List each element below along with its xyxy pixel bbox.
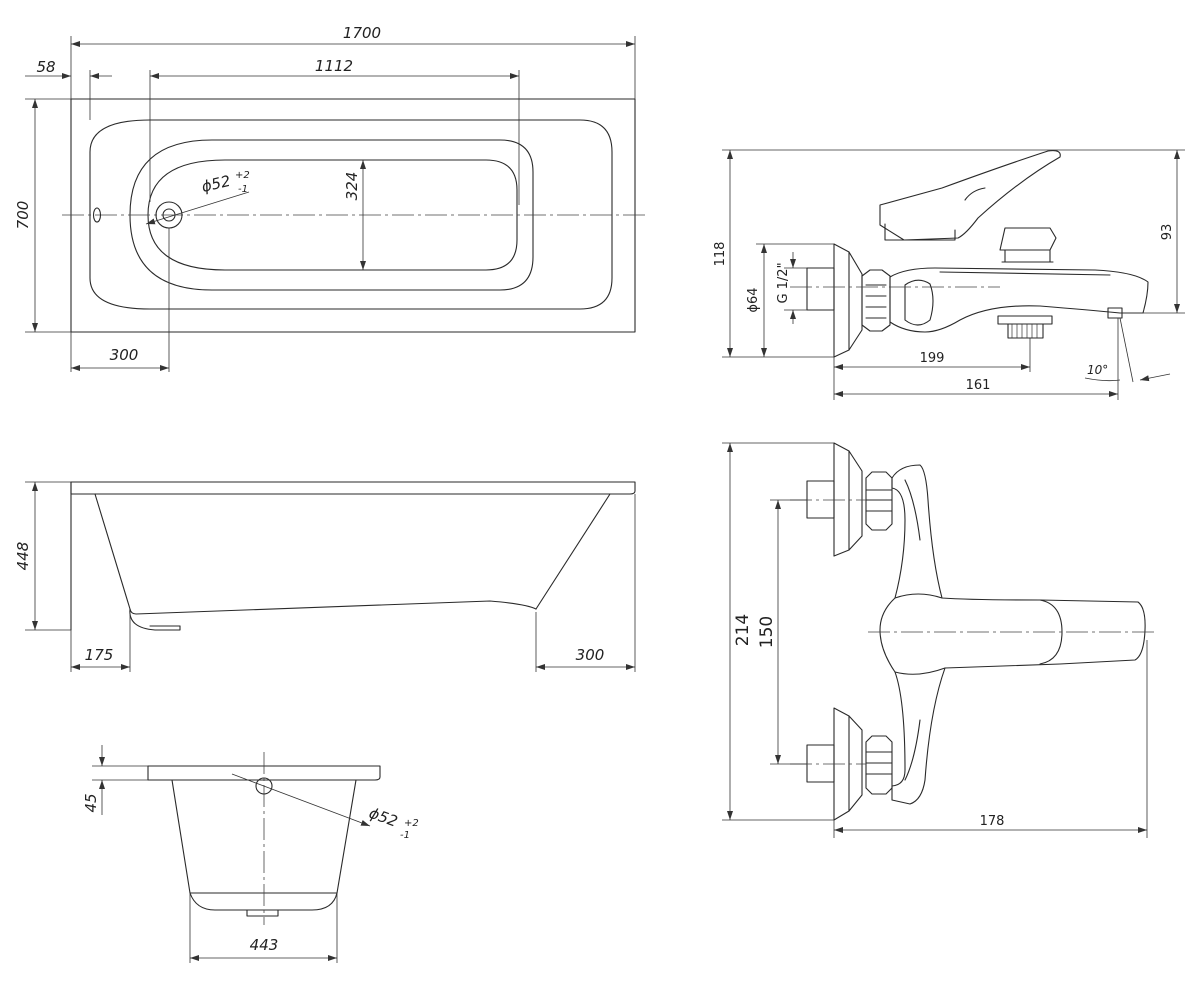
bathtub-side-view: 448 175 300 [14, 481, 636, 672]
nut-icon [865, 735, 893, 795]
tolerance-plus-label: +2 [235, 170, 250, 181]
left-offset-label: 175 [85, 646, 114, 664]
tolerance-minus-label: -1 [400, 830, 410, 841]
drain-icon [255, 777, 273, 795]
overflow-icon [92, 207, 102, 223]
height-label: 448 [14, 542, 32, 571]
rim-height-label: 45 [82, 793, 100, 812]
flange-diameter-label: ϕ64 [746, 287, 761, 312]
drain-diameter-label: ϕ52 [367, 804, 400, 831]
height-label: 214 [733, 614, 753, 646]
inner-length-label: 1112 [315, 57, 353, 75]
axis-spacing-label: 150 [757, 616, 777, 648]
edge-offset-label: 58 [36, 58, 55, 76]
tolerance-plus-label: +2 [404, 818, 419, 829]
drain-offset-label: 300 [110, 346, 139, 364]
faucet-front-view: 214 150 178 [722, 442, 1155, 838]
nut-icon [865, 471, 893, 531]
height-total-label: 118 [713, 242, 728, 267]
base-depth-label: 161 [966, 378, 991, 393]
spout-depth-label: 199 [920, 351, 945, 366]
tolerance-minus-label: -1 [238, 184, 248, 195]
height-right-label: 93 [1160, 224, 1175, 241]
bathtub-end-view: 45 443 ϕ52 +2 -1 [82, 745, 419, 963]
angle-label: 10° [1087, 363, 1108, 377]
nut-icon [861, 269, 891, 332]
right-offset-label: 300 [576, 646, 605, 664]
thread-label: G 1/2" [776, 262, 791, 303]
length-label: 1700 [343, 24, 381, 42]
thread-icon [997, 315, 1053, 339]
faucet-side-view: 118 ϕ64 G 1/2" 93 199 161 10° [713, 149, 1185, 400]
bottom-width-label: 443 [250, 936, 279, 954]
bathtub-top-view: 1700 1112 58 700 324 300 ϕ52 +2 -1 [14, 24, 645, 372]
inner-width-label: 324 [343, 172, 361, 201]
depth-label: 178 [980, 814, 1005, 829]
width-label: 700 [14, 201, 32, 230]
drain-diameter-label: ϕ52 [200, 172, 232, 196]
